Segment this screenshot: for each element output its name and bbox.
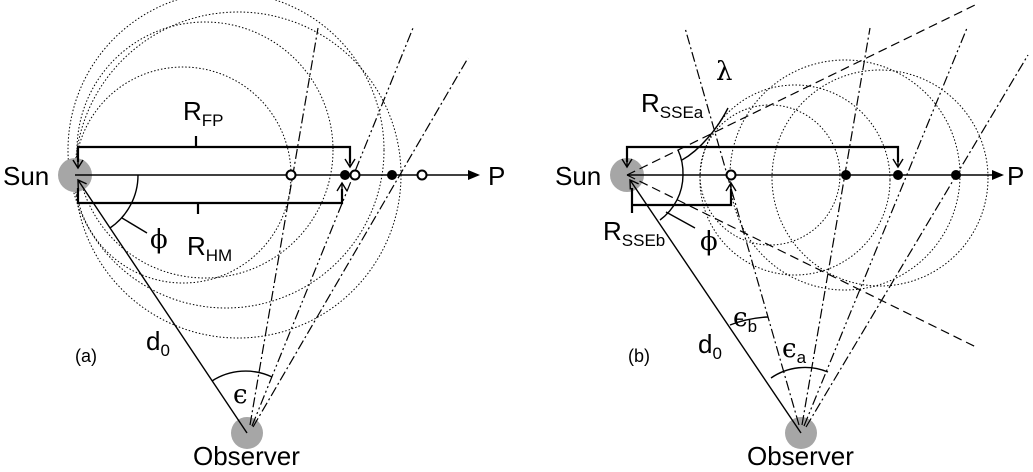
r-fp-label: RFP	[183, 96, 224, 130]
los-2-a	[251, 27, 414, 427]
point-filled-3-b	[951, 170, 961, 180]
los-3-a	[252, 57, 469, 428]
r-ssea-label: RSSEa	[641, 88, 704, 122]
panel-a-label: (a)	[75, 346, 97, 366]
sun-label-b: Sun	[555, 161, 601, 191]
d0-label-a: d0	[146, 326, 170, 360]
d0-line-b	[629, 178, 802, 434]
point-filled-2-a	[387, 170, 397, 180]
panel-a: Sun P Observer (a) RFP RHM ϕ ϵ d0	[3, 0, 505, 471]
observer-label-a: Observer	[193, 441, 300, 471]
epsilon-a-arc	[770, 366, 829, 379]
phi-leader-a	[121, 217, 148, 234]
los-2-b	[801, 27, 871, 426]
epsilon-label-a: ϵ	[233, 380, 248, 410]
los-1-b	[684, 27, 800, 426]
phi-label-b: ϕ	[700, 227, 718, 257]
sseb-brace	[630, 188, 733, 213]
panel-b: Sun P Observer (b) RSSEa RSSEb λ ϕ d0 ϵb…	[555, 4, 1029, 471]
sun-label-a: Sun	[3, 161, 49, 191]
los-1-a	[249, 27, 319, 426]
epsilon-arc-a	[211, 370, 273, 382]
point-open-3-a	[416, 169, 428, 181]
lambda-arc	[677, 149, 684, 176]
panel-b-label: (b)	[628, 346, 650, 366]
d0-line-a	[77, 178, 248, 434]
ssea-brace	[625, 145, 900, 162]
point-open-1-b	[725, 169, 737, 181]
phi-label-a: ϕ	[150, 225, 168, 255]
phi-arc-b	[659, 174, 684, 221]
fp-circle-large	[67, 0, 385, 309]
phi-arc-a	[109, 174, 139, 229]
point-open-2-a	[349, 169, 361, 181]
circle-mid-a	[76, 21, 334, 279]
fp-brace	[76, 136, 352, 163]
p-label-a: P	[488, 161, 505, 191]
point-open-1-a	[285, 169, 297, 181]
observer-label-b: Observer	[747, 441, 854, 471]
point-filled-2-b	[893, 170, 903, 180]
point-filled-1-b	[841, 170, 851, 180]
hm-brace	[76, 188, 344, 214]
lambda-leader	[681, 107, 729, 161]
los-4-b	[805, 54, 1029, 428]
r-hm-label: RHM	[187, 231, 232, 265]
tangent-lower-b	[626, 174, 979, 349]
phi-leader-b	[665, 211, 696, 229]
d0-label-b: d0	[698, 329, 722, 363]
point-filled-1-a	[340, 170, 350, 180]
los-3-b	[803, 27, 968, 427]
epsilon-a-label: ϵa	[782, 334, 807, 367]
sse-circle-right	[771, 69, 989, 287]
epsilon-b-label: ϵb	[733, 303, 757, 336]
epsilon-b-arc	[729, 316, 769, 326]
p-label-b: P	[1007, 161, 1024, 191]
lambda-label: λ	[716, 57, 732, 87]
r-sseb-label: RSSEb	[603, 216, 665, 250]
